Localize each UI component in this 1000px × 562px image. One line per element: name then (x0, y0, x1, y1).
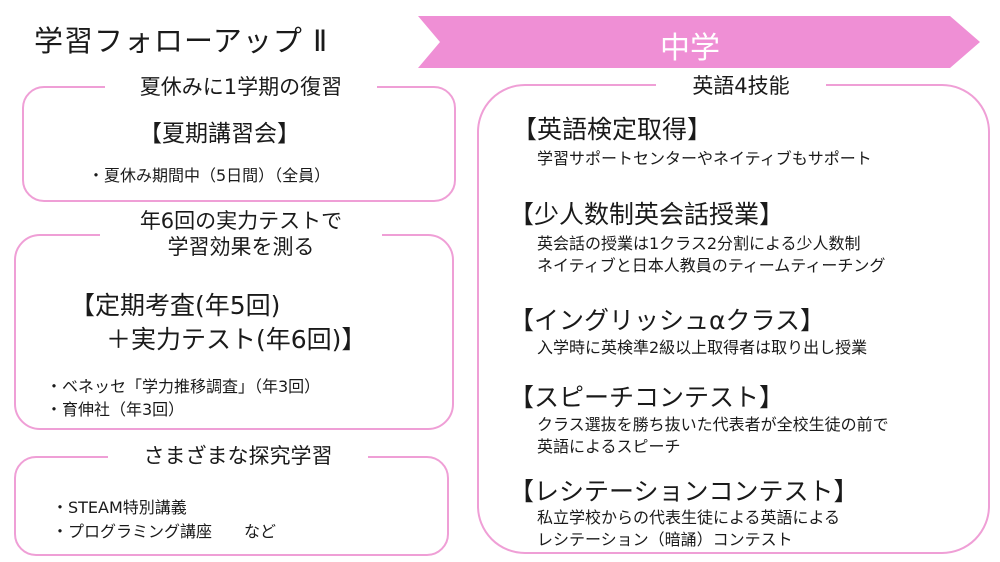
tests-bullet-ikushinsha: ・育伸社（年3回） (46, 400, 185, 419)
banner-label: 中学 (660, 31, 720, 66)
summer-review-heading: 夏休みに1学期の復習 (105, 73, 377, 101)
english-alpha-title: 【イングリッシュαクラス】 (509, 306, 825, 335)
inquiry-heading: さまざまな探究学習 (108, 442, 368, 470)
recitation-contest-line2: レシテーション（暗誦）コンテスト (537, 530, 793, 549)
eiken-line1: 学習サポートセンターやネイティブもサポート (537, 149, 872, 168)
inquiry-bullet-steam: ・STEAM特別講義 (52, 498, 187, 517)
small-class-title: 【少人数制英会話授業】 (509, 200, 785, 229)
summer-course-detail: ・夏休み期間中（5日間）（全員） (88, 166, 331, 185)
recitation-contest-line1: 私立学校からの代表生徒による英語による (537, 508, 841, 527)
speech-contest-title: 【スピーチコンテスト】 (509, 383, 785, 412)
speech-contest-line2: 英語によるスピーチ (537, 437, 681, 456)
inquiry-bullet-programming: ・プログラミング講座 など (52, 522, 277, 541)
small-class-line2: ネイティブと日本人教員のティームティーチング (537, 256, 886, 275)
tests-bullet-benesse: ・ベネッセ「学力推移調査」（年3回） (46, 377, 321, 396)
eiken-title: 【英語検定取得】 (512, 115, 713, 144)
small-class-line1: 英会話の授業は1クラス2分割による少人数制 (537, 234, 861, 253)
tests-heading-line2: 学習効果を測る (167, 235, 315, 259)
tests-heading: 年6回の実力テストで 学習効果を測る (100, 208, 382, 260)
tests-course-line2: ＋実力テスト(年6回)】 (106, 325, 367, 354)
english-alpha-line1: 入学時に英検準2級以上取得者は取り出し授業 (537, 338, 868, 357)
recitation-contest-title: 【レシテーションコンテスト】 (509, 477, 859, 506)
banner-arrow-shape (418, 16, 980, 68)
tests-heading-line1: 年6回の実力テストで (139, 209, 343, 233)
tests-course-line1: 【定期考査(年5回) (70, 291, 281, 320)
page-title: 学習フォローアップ Ⅱ (34, 24, 329, 58)
speech-contest-line1: クラス選抜を勝ち抜いた代表者が全校生徒の前で (537, 415, 889, 434)
summer-course-title: 【夏期講習会】 (139, 121, 300, 147)
english-skills-heading: 英語4技能 (656, 72, 826, 100)
grade-banner: 中学 (418, 16, 980, 68)
